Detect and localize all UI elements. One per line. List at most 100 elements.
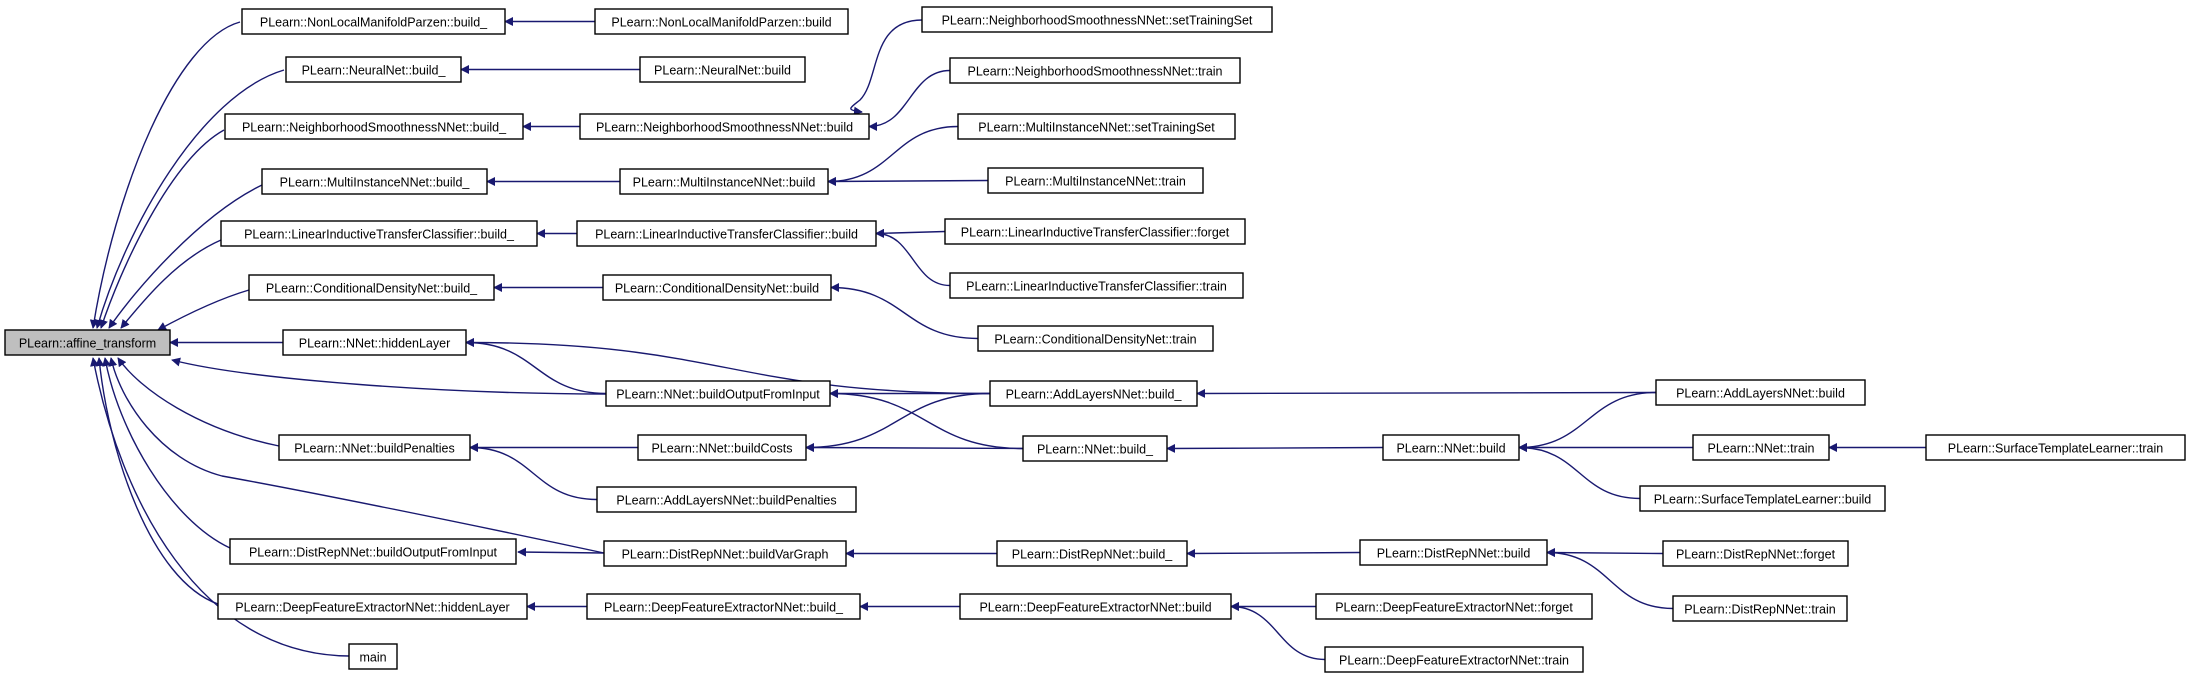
node-nn-build[interactable]: PLearn::NeuralNet::build <box>639 56 806 83</box>
node-nnet-bofi[interactable]: PLearn::NNet::buildOutputFromInput <box>605 380 831 407</box>
edge-mi_setts-to-mi_build <box>827 125 959 186</box>
node-litc-build[interactable]: PLearn::LinearInductiveTransferClassifie… <box>576 220 877 247</box>
node-label: PLearn::AddLayersNNet::build_ <box>1006 388 1183 402</box>
node-box <box>944 218 1246 245</box>
edge-nsn_build_-to-affine_transform <box>99 129 225 329</box>
node-drn-forget[interactable]: PLearn::DistRepNNet::forget <box>1662 540 1849 567</box>
node-aln-build-[interactable]: PLearn::AddLayersNNet::build_ <box>989 380 1198 407</box>
node-stl-build[interactable]: PLearn::SurfaceTemplateLearner::build <box>1639 485 1886 512</box>
node-dfe-hidden[interactable]: PLearn::DeepFeatureExtractorNNet::hidden… <box>217 593 528 620</box>
node-litc-train[interactable]: PLearn::LinearInductiveTransferClassifie… <box>949 272 1244 299</box>
node-mi-build[interactable]: PLearn::MultiInstanceNNet::build <box>619 168 829 195</box>
node-box <box>1662 540 1849 567</box>
node-label: PLearn::DistRepNNet::forget <box>1676 548 1836 562</box>
edge-drn_bvg-to-drn_bofi <box>517 547 605 557</box>
node-nnet-build-[interactable]: PLearn::NNet::build_ <box>1022 435 1168 462</box>
node-drn-build-[interactable]: PLearn::DistRepNNet::build_ <box>996 540 1188 567</box>
node-dfe-build-[interactable]: PLearn::DeepFeatureExtractorNNet::build_ <box>586 593 861 620</box>
node-box <box>921 6 1273 33</box>
node-label: PLearn::NeighborhoodSmoothnessNNet::trai… <box>967 65 1222 79</box>
node-label: PLearn::LinearInductiveTransferClassifie… <box>966 280 1227 294</box>
node-cdn-build-[interactable]: PLearn::ConditionalDensityNet::build_ <box>248 274 495 301</box>
node-label: PLearn::NNet::buildPenalties <box>294 442 455 456</box>
node-label: PLearn::DeepFeatureExtractorNNet::build_ <box>604 601 844 615</box>
node-dfe-train[interactable]: PLearn::DeepFeatureExtractorNNet::train <box>1324 646 1584 673</box>
edge-nlmp_build_-to-affine_transform <box>89 21 241 329</box>
node-box <box>977 325 1214 352</box>
node-nnet-hidden[interactable]: PLearn::NNet::hiddenLayer <box>282 329 467 356</box>
node-nn-build-[interactable]: PLearn::NeuralNet::build_ <box>285 56 462 83</box>
node-drn-build[interactable]: PLearn::DistRepNNet::build <box>1359 539 1548 566</box>
node-mi-setts[interactable]: PLearn::MultiInstanceNNet::setTrainingSe… <box>957 113 1236 140</box>
node-nnet-penalties[interactable]: PLearn::NNet::buildPenalties <box>278 434 471 461</box>
node-label: PLearn::MultiInstanceNNet::train <box>1005 175 1186 189</box>
edge-cdn_build_-to-affine_transform <box>157 289 250 331</box>
node-nnet-train[interactable]: PLearn::NNet::train <box>1692 434 1830 461</box>
node-mi-train[interactable]: PLearn::MultiInstanceNNet::train <box>987 167 1204 194</box>
node-box <box>1692 434 1830 461</box>
node-label: PLearn::DeepFeatureExtractorNNet::forget <box>1335 601 1573 615</box>
node-label: PLearn::NNet::buildCosts <box>651 442 792 456</box>
edge-nsn_train-to-nsn_build <box>868 69 951 131</box>
node-box <box>1655 379 1866 406</box>
node-nlmp-build[interactable]: PLearn::NonLocalManifoldParzen::build <box>594 8 849 35</box>
node-nsn-build[interactable]: PLearn::NeighborhoodSmoothnessNNet::buil… <box>579 113 870 140</box>
node-box <box>639 56 806 83</box>
node-box <box>603 540 847 567</box>
edge-nn_build_-to-affine_transform <box>94 69 285 329</box>
node-label: PLearn::LinearInductiveTransferClassifie… <box>961 226 1230 240</box>
node-nsn-train[interactable]: PLearn::NeighborhoodSmoothnessNNet::trai… <box>949 57 1241 84</box>
edge-aln_build_-to-nnet_costs <box>805 392 991 452</box>
node-label: main <box>359 651 386 665</box>
node-box <box>619 168 829 195</box>
node-box <box>586 593 861 620</box>
node-label: PLearn::NeighborhoodSmoothnessNNet::buil… <box>596 121 853 135</box>
node-dfe-build[interactable]: PLearn::DeepFeatureExtractorNNet::build <box>959 593 1232 620</box>
node-box <box>1315 593 1593 620</box>
edge-mi_build_-to-affine_transform <box>108 184 263 329</box>
node-mi-build-[interactable]: PLearn::MultiInstanceNNet::build_ <box>261 168 488 195</box>
node-box <box>596 486 857 513</box>
edge-nnet_build_-to-nnet_bofi <box>829 389 1024 450</box>
node-box <box>261 168 488 195</box>
node-aln-build[interactable]: PLearn::AddLayersNNet::build <box>1655 379 1866 406</box>
node-label: PLearn::NNet::build_ <box>1037 443 1154 457</box>
node-label: PLearn::DistRepNNet::train <box>1684 603 1836 617</box>
node-label: PLearn::NNet::train <box>1708 442 1815 456</box>
node-nsn-build-[interactable]: PLearn::NeighborhoodSmoothnessNNet::buil… <box>224 113 524 140</box>
node-nnet-costs[interactable]: PLearn::NNet::buildCosts <box>637 434 807 461</box>
node-litc-build-[interactable]: PLearn::LinearInductiveTransferClassifie… <box>220 220 538 247</box>
node-label: PLearn::NNet::build <box>1396 442 1505 456</box>
edge-drn_forget-to-drn_build <box>1546 548 1664 558</box>
node-dfe-forget[interactable]: PLearn::DeepFeatureExtractorNNet::forget <box>1315 593 1593 620</box>
node-label: PLearn::DeepFeatureExtractorNNet::build <box>979 601 1211 615</box>
edge-nnet_bofi-to-affine_transform <box>171 357 607 395</box>
node-box <box>282 329 467 356</box>
node-main[interactable]: main <box>348 643 398 670</box>
node-label: PLearn::NeighborhoodSmoothnessNNet::setT… <box>942 14 1253 28</box>
node-label: PLearn::SurfaceTemplateLearner::build <box>1654 493 1872 507</box>
node-box <box>220 220 538 247</box>
node-nlmp-build-[interactable]: PLearn::NonLocalManifoldParzen::build_ <box>241 8 506 35</box>
edge-litc_build_-to-affine_transform <box>120 239 222 329</box>
node-drn-train[interactable]: PLearn::DistRepNNet::train <box>1672 595 1848 622</box>
edge-drn_train-to-drn_build <box>1546 548 1674 610</box>
node-litc-forget[interactable]: PLearn::LinearInductiveTransferClassifie… <box>944 218 1246 245</box>
edge-nnet_build_-to-nnet_costs <box>805 443 1024 453</box>
node-aln-penalties[interactable]: PLearn::AddLayersNNet::buildPenalties <box>596 486 857 513</box>
node-label: PLearn::AddLayersNNet::build <box>1676 387 1845 401</box>
node-box <box>224 113 524 140</box>
node-stl-train[interactable]: PLearn::SurfaceTemplateLearner::train <box>1925 434 2186 461</box>
edge-aln_build-to-nnet_build <box>1518 391 1657 452</box>
edge-dfe_train-to-dfe_build <box>1230 602 1326 661</box>
edge-nnet_bofi-to-nnet_hidden <box>465 338 607 395</box>
node-nnet-build[interactable]: PLearn::NNet::build <box>1382 434 1520 461</box>
node-nsn-setts[interactable]: PLearn::NeighborhoodSmoothnessNNet::setT… <box>921 6 1273 33</box>
node-drn-bofi[interactable]: PLearn::DistRepNNet::buildOutputFromInpu… <box>229 538 517 565</box>
node-box <box>248 274 495 301</box>
node-drn-bvg[interactable]: PLearn::DistRepNNet::buildVarGraph <box>603 540 847 567</box>
node-layer: PLearn::affine_transformPLearn::NonLocal… <box>4 6 2186 673</box>
node-label: PLearn::ConditionalDensityNet::train <box>994 333 1196 347</box>
node-cdn-build[interactable]: PLearn::ConditionalDensityNet::build <box>602 274 832 301</box>
node-cdn-train[interactable]: PLearn::ConditionalDensityNet::train <box>977 325 1214 352</box>
